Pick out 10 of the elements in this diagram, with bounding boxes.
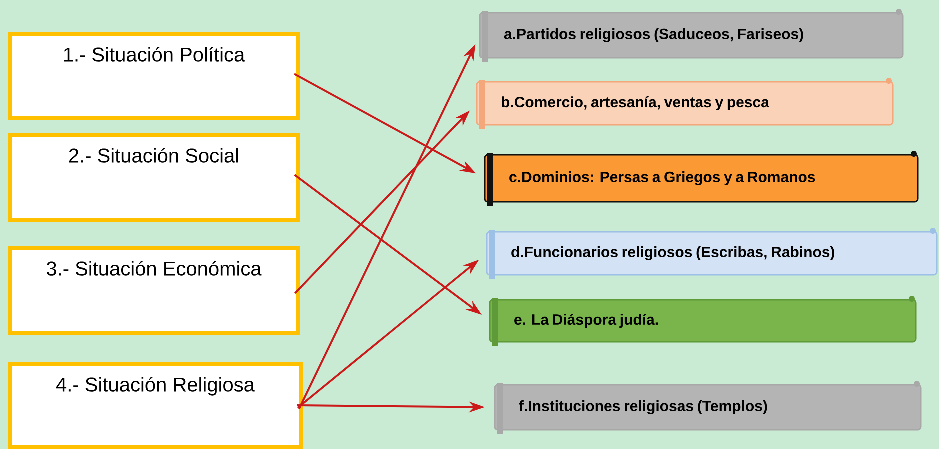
scroll-banner: e. La Diáspora judía.: [489, 296, 917, 346]
topic-box: 3.- Situación Económica: [8, 246, 300, 335]
topic-box: 4.- Situación Religiosa: [8, 362, 303, 449]
scroll-banner: a.Partidos religiosos (Saduceos, Fariseos): [479, 9, 904, 62]
topic-box: 2.- Situación Social: [8, 133, 300, 222]
scroll-banner: c.Dominios: Persas a Griegos y a Romanos: [484, 151, 919, 206]
scroll-banner: d.Funcionarios religiosos (Escribas, Rabinos): [486, 228, 938, 279]
scroll-banner: f.Instituciones religiosas (Templos): [494, 381, 922, 434]
topic-box: 1.- Situación Política: [8, 32, 300, 120]
scroll-banner: b.Comercio, artesanía, ventas y pesca: [476, 78, 894, 129]
